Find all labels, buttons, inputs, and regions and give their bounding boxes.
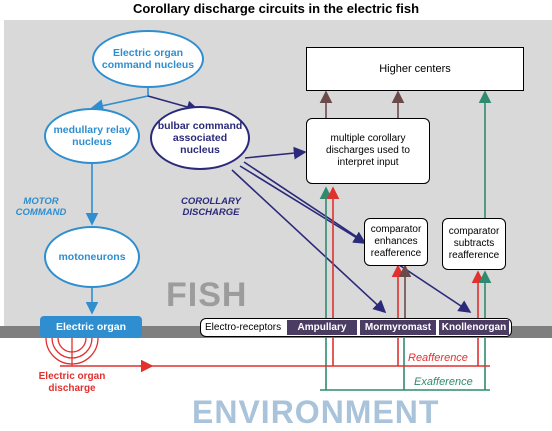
- higher-centers: Higher centers: [306, 47, 524, 91]
- environment-label: ENVIRONMENT: [192, 394, 440, 430]
- receptor-ampullary: Ampullary: [287, 320, 357, 335]
- medullary-relay-nucleus: medullary relay nucleus: [44, 108, 140, 164]
- electric-organ-command-nucleus: Electric organ command nucleus: [92, 30, 204, 88]
- comparator-subtracts: comparator subtracts reafference: [442, 218, 506, 270]
- cd-to-ampullary: [231, 169, 387, 314]
- receptor-knollenorgan: Knollenorgan: [439, 320, 509, 335]
- reafference-label: Reafference: [408, 352, 468, 364]
- figure-title: Corollary discharge circuits in the elec…: [132, 1, 420, 16]
- cd-to-multiple: [244, 146, 307, 160]
- discharge-field-icon: [45, 337, 99, 366]
- electric-organ: Electric organ: [40, 316, 142, 338]
- motoneurons: motoneurons: [44, 226, 140, 288]
- cd-to-knollenorgan: [243, 161, 472, 313]
- cd-to-enhancer: [239, 165, 367, 244]
- corollary-discharge-label: COROLLARY DISCHARGE: [181, 196, 241, 218]
- electric-organ-discharge-label: Electric organ discharge: [38, 371, 106, 394]
- multiple-corollary-discharges: multiple corollary discharges used to in…: [306, 118, 430, 184]
- receptor-mormyromast: Mormyromast: [360, 320, 436, 335]
- arrow-to-relay: [90, 95, 149, 112]
- electro-receptors-label: Electro-receptors: [205, 322, 282, 333]
- comparator-enhances: comparator enhances reafference: [364, 218, 428, 266]
- bulbar-command-nucleus: bulbar command associated nucleus: [150, 106, 250, 170]
- motor-command-label: MOTOR COMMAND: [15, 196, 67, 218]
- fish-label: FISH: [166, 276, 248, 314]
- exafference-label: Exafference: [414, 376, 473, 388]
